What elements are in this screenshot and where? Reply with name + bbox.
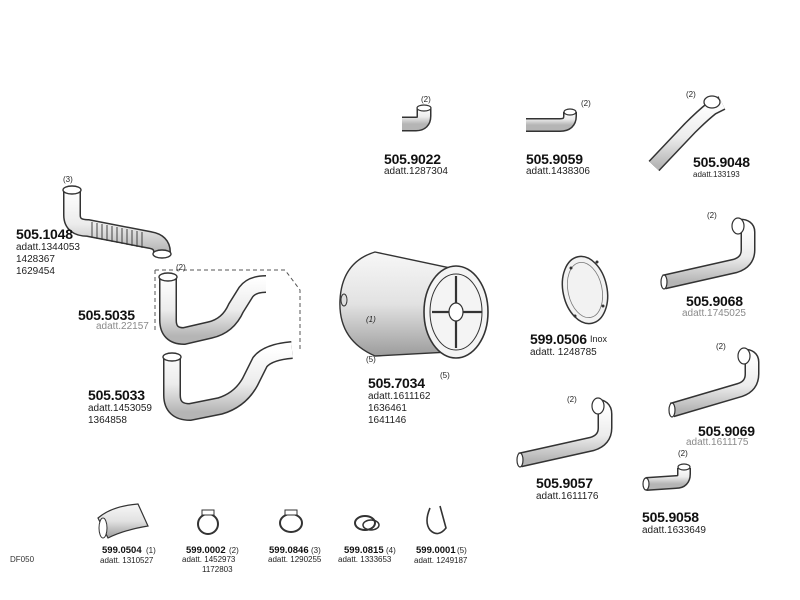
- pipes-505-5035-5033-drawing: [154, 269, 301, 422]
- qty-505-9059: (2): [581, 99, 591, 108]
- clamp-599-0002-drawing: [197, 509, 219, 535]
- elbow-505-9058-drawing: [642, 463, 691, 491]
- adatt-505-9057: adatt.1611176: [536, 491, 599, 502]
- part-number-505-1048[interactable]: 505.1048: [16, 226, 73, 242]
- adatt-599-0846: adatt. 1290255: [268, 555, 322, 564]
- elbow-505-9059-drawing: [526, 108, 577, 132]
- pipe-505-9048-drawing: [648, 95, 726, 172]
- pipe-505-9069-drawing: [668, 347, 760, 418]
- pipe-505-1048-drawing: [62, 185, 172, 259]
- qty-599-0815: (4): [386, 546, 396, 555]
- elbow-505-9022-drawing: [402, 104, 432, 132]
- pipe-505-9057-drawing: [516, 397, 613, 468]
- part-number-599-0504[interactable]: 599.0504: [102, 545, 142, 556]
- adatt-505-9048: adatt.133193: [693, 170, 740, 179]
- part-number-505-9059[interactable]: 505.9059: [526, 151, 583, 167]
- hanger-599-0001-drawing: [426, 505, 447, 535]
- pipe-505-9068-drawing: [660, 217, 756, 290]
- adatt-505-9069: adatt.1611175: [686, 437, 749, 448]
- part-number-505-5035[interactable]: 505.5035: [78, 307, 135, 323]
- adatt-599-0002: adatt. 1452973: [182, 555, 236, 564]
- adatt-505-7034: adatt.1611162: [368, 391, 431, 402]
- part-number-599-0506[interactable]: 599.0506: [530, 331, 587, 347]
- adatt-505-9059: adatt.1438306: [526, 166, 590, 177]
- adatt-505-7034-extra-1: 1636461: [368, 403, 407, 414]
- qty-505-7034-b: (5): [366, 355, 376, 364]
- adatt-599-0001: adatt. 1249187: [414, 556, 468, 565]
- adatt-599-0815: adatt. 1333653: [338, 555, 392, 564]
- part-number-505-7034[interactable]: 505.7034: [368, 375, 425, 391]
- part-number-505-9022[interactable]: 505.9022: [384, 151, 441, 167]
- adatt-505-5033: adatt.1453059: [88, 403, 152, 414]
- adatt-599-0504: adatt. 1310527: [100, 556, 154, 565]
- qty-599-0002: (2): [229, 546, 239, 555]
- qty-505-9022: (2): [421, 95, 431, 104]
- adatt-505-9022: adatt.1287304: [384, 166, 448, 177]
- qty-599-0504: (1): [146, 546, 156, 555]
- material-599-0506: Inox: [590, 334, 608, 344]
- qty-599-0846: (3): [311, 546, 321, 555]
- adatt-505-5033-extra-1: 1364858: [88, 415, 127, 426]
- qty-599-0001: (5): [457, 546, 467, 555]
- adatt-505-1048-extra-2: 1629454: [16, 266, 55, 277]
- qty-505-5035: (2): [176, 263, 186, 272]
- qty-505-1048: (3): [63, 175, 73, 184]
- part-number-599-0846[interactable]: 599.0846: [269, 545, 309, 556]
- part-number-505-9069[interactable]: 505.9069: [698, 423, 755, 439]
- qty-505-9057: (2): [567, 395, 577, 404]
- part-number-505-9058[interactable]: 505.9058: [642, 509, 699, 525]
- qty-505-7034-c: (5): [440, 371, 450, 380]
- diagram-code: DF050: [10, 555, 35, 564]
- part-number-505-9068[interactable]: 505.9068: [686, 293, 743, 309]
- part-number-505-9057[interactable]: 505.9057: [536, 475, 593, 491]
- qty-505-9058: (2): [678, 449, 688, 458]
- adatt-505-5035: adatt.22157: [96, 321, 149, 332]
- adatt-505-1048: adatt.1344053: [16, 242, 80, 253]
- sleeve-599-0504-drawing: [97, 503, 149, 539]
- part-number-599-0002[interactable]: 599.0002: [186, 545, 226, 556]
- adatt-599-0002-extra: 1172803: [202, 565, 233, 574]
- qty-505-9069: (2): [716, 342, 726, 351]
- adatt-505-1048-extra-1: 1428367: [16, 254, 55, 265]
- part-number-505-5033[interactable]: 505.5033: [88, 387, 145, 403]
- qty-505-7034-a: (1): [366, 315, 376, 324]
- clamp-599-0846-drawing: [279, 509, 303, 533]
- flange-599-0506-drawing: [561, 255, 609, 325]
- adatt-599-0506: adatt. 1248785: [530, 347, 597, 358]
- qty-505-9048: (2): [686, 90, 696, 99]
- silencer-505-7034-drawing: [339, 251, 489, 359]
- part-number-505-9048[interactable]: 505.9048: [693, 154, 750, 170]
- adatt-505-7034-extra-2: 1641146: [368, 415, 407, 426]
- part-number-599-0001[interactable]: 599.0001: [416, 545, 456, 556]
- adatt-505-9058: adatt.1633649: [642, 525, 706, 536]
- clamp-599-0815-drawing: [354, 515, 380, 531]
- qty-505-9068: (2): [707, 211, 717, 220]
- adatt-505-9068: adatt.1745025: [682, 308, 746, 319]
- part-number-599-0815[interactable]: 599.0815: [344, 545, 384, 556]
